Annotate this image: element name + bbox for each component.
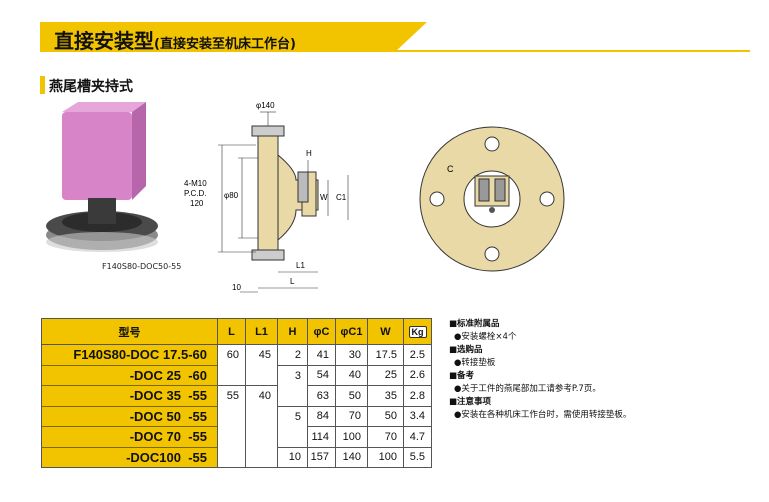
note-title-options: ■选购品 [449,345,483,355]
figure-caption: F140S80-DOC50-55 [102,262,182,271]
front-view-drawing: C [419,126,565,272]
cell-c1: 100 [335,426,368,447]
cell-kg: 4.7 [403,426,432,447]
col-c1: φC1 [335,318,368,345]
cell-model: -DOC 35 -55 [41,385,218,407]
section-header: 燕尾槽夹持式 [40,76,220,95]
cell-w: 50 [367,405,404,427]
cell-w: 70 [367,426,404,447]
page-header: 直接安装型(直接安装至机床工作台) [40,22,750,54]
cell-h: 2 [277,344,308,365]
note-title-remarks: ■备考 [449,371,475,381]
col-model: 型号 [41,318,218,345]
cell-kg: 5.5 [403,446,432,468]
note-item-standard: ●安装螺栓×4个 [454,332,517,342]
cell-c: 54 [307,364,336,386]
cell-w: 100 [367,446,404,468]
cell-l1: 45 [245,344,278,365]
title-main: 直接安装型 [54,29,154,53]
spec-table: 型号 L L1 H φC φC1 W Kg F140S80-DOC 17.5-6… [41,318,432,468]
notes-panel: ■标准附属品 ●安装螺栓×4个 ■选购品 ●转接垫板 ■备考 ●关于工件的燕尾部… [449,318,749,422]
dim-c1: C1 [336,193,347,202]
cell-kg: 2.6 [403,364,432,386]
cell-c: 63 [307,385,336,406]
dim-10: 10 [232,283,241,292]
table-row: F140S80-DOC 17.5-60 60 45 2 41 30 17.5 2… [41,344,432,366]
dim-bolt: 4-M10 [184,179,207,188]
cell-w: 35 [367,385,404,406]
note-title-standard: ■标准附属品 [449,319,500,329]
cell-c: 114 [307,426,336,447]
section-marker [40,76,45,94]
cell-kg: 2.5 [403,344,432,365]
note-item-options: ●转接垫板 [454,358,496,368]
cell-l: 55 [217,385,246,406]
cell-l1 [245,365,278,386]
cell-l1 [245,447,278,468]
cell-model: -DOC 50 -55 [41,406,218,427]
cell-c: 157 [307,446,336,468]
cell-c: 41 [307,344,336,365]
cell-c1: 40 [335,364,368,386]
cell-kg: 2.8 [403,385,432,406]
table-row: -DOC 50 -55 5 84 70 50 3.4 [41,405,432,427]
product-figure: F140S80-DOC50-55 φ140 4-M10 P.C.D. 120 φ… [40,100,600,300]
col-l1: L1 [245,318,278,345]
side-view-drawing: φ140 4-M10 P.C.D. 120 φ80 H W C1 L1 L 10 [184,101,349,293]
cell-c1: 140 [335,446,368,468]
col-l: L [217,318,246,345]
dim-pcd: P.C.D. [184,189,207,198]
cell-model: -DOC 25 -60 [41,365,218,386]
cell-l1 [245,426,278,447]
dim-pcd-value: 120 [190,199,204,208]
note-item-caution: ●安装在各种机床工作台时，需使用转接垫板。 [454,410,632,420]
col-w: W [367,318,404,345]
note-item-remarks: ●关于工件的燕尾部加工请参考P.7页。 [454,384,601,394]
note-title-caution: ■注意事项 [449,397,492,407]
dim-l1: L1 [296,261,305,270]
cell-c1: 70 [335,405,368,427]
cell-l [217,426,246,447]
cell-h [277,426,308,447]
cell-l [217,447,246,468]
cell-h: 10 [277,446,308,468]
cell-h: 3 [277,364,308,386]
table-row: -DOC 70 -55 114 100 70 4.7 [41,426,432,448]
product-photo [46,102,158,252]
cell-model: -DOC 70 -55 [41,426,218,448]
dim-phi80: φ80 [224,191,239,200]
cell-l [217,406,246,427]
table-row: -DOC100 -55 10 157 140 100 5.5 [41,446,432,468]
cell-l1 [245,406,278,427]
weight-icon: Kg [408,325,427,338]
col-h: H [277,318,308,345]
col-c: φC [307,318,336,345]
cell-w: 17.5 [367,344,404,365]
dim-l: L [290,277,295,286]
table-row: -DOC 25 -60 3 54 40 25 2.6 [41,364,432,386]
page-title: 直接安装型(直接安装至机床工作台) [54,25,296,54]
section-title: 燕尾槽夹持式 [49,79,133,95]
table-row: -DOC 35 -55 55 40 63 50 35 2.8 [41,385,432,407]
cell-l [217,365,246,386]
dim-w: W [320,193,328,202]
cell-c1: 50 [335,385,368,406]
cell-model: -DOC100 -55 [41,447,218,468]
cell-c: 84 [307,405,336,427]
cell-h: 5 [277,405,308,427]
col-kg: Kg [403,318,432,345]
dim-h: H [306,149,312,158]
cell-w: 25 [367,364,404,386]
dim-phi140: φ140 [256,101,275,110]
cell-kg: 3.4 [403,405,432,427]
dim-c: C [447,164,454,174]
cell-l: 60 [217,344,246,365]
table-header-row: 型号 L L1 H φC φC1 W Kg [41,318,432,345]
cell-c1: 30 [335,344,368,365]
cell-l1: 40 [245,385,278,406]
cell-model: F140S80-DOC 17.5-60 [41,344,218,366]
title-sub: (直接安装至机床工作台) [154,37,296,52]
cell-h [277,385,308,406]
